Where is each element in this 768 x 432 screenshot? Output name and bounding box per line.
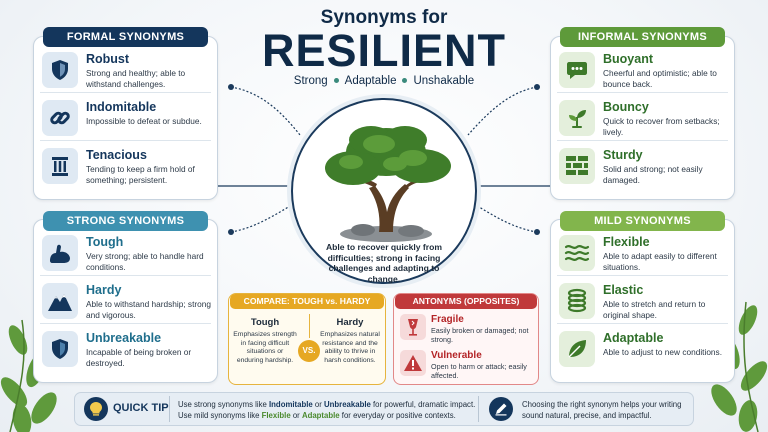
- list-item: Robust Strong and healthy; able to withs…: [40, 49, 211, 93]
- lightbulb-icon: [84, 397, 108, 421]
- list-item: Sturdy Solid and strong; not easily dama…: [557, 145, 728, 189]
- warning-icon: [400, 350, 426, 376]
- list-item: Adaptable Able to adjust to new conditio…: [557, 328, 728, 372]
- list-item: Tough Very strong; able to handle hard c…: [40, 232, 211, 276]
- synonym-definition: Able to adjust to new conditions.: [603, 347, 722, 357]
- synonym-definition: Able to stretch and return to original s…: [603, 299, 706, 320]
- list-item: Tenacious Tending to keep a firm hold of…: [40, 145, 211, 189]
- antonym-word: Fragile: [431, 314, 464, 325]
- quick-tip-text: Use strong synonyms like Indomitable or …: [178, 399, 475, 421]
- compare-right-desc: Emphasizes natural resistance and the ab…: [320, 331, 380, 364]
- tag-unshakable: Unshakable: [413, 75, 475, 87]
- synonym-word: Indomitable: [86, 100, 157, 114]
- shield-icon: [42, 52, 78, 88]
- mild-synonyms-panel: Flexible Able to adapt easily to differe…: [550, 219, 735, 383]
- tip-line-1: Use strong synonyms like Indomitable or …: [178, 400, 476, 409]
- antonym-word: Vulnerable: [431, 350, 482, 361]
- brick-wall-icon: [559, 148, 595, 184]
- broken-glass-icon: [400, 314, 426, 340]
- mountain-icon: [42, 283, 78, 319]
- synonym-word: Elastic: [603, 283, 644, 297]
- synonym-definition: Incapable of being broken or destroyed.: [86, 347, 192, 368]
- synonym-word: Sturdy: [603, 148, 643, 162]
- quick-tip-label: QUICK TIP: [113, 402, 169, 414]
- list-item: Bouncy Quick to recover from setbacks; l…: [557, 97, 728, 141]
- synonym-definition: Quick to recover from setbacks; lively.: [603, 116, 720, 137]
- tip-right-text: Choosing the right synonym helps your wr…: [522, 400, 682, 420]
- list-item: Hardy Able to withstand hardship; strong…: [40, 280, 211, 324]
- synonym-definition: Able to adapt easily to different situat…: [603, 251, 717, 272]
- synonym-word: Unbreakable: [86, 331, 162, 345]
- synonym-word: Buoyant: [603, 52, 653, 66]
- tip-line-2: Use mild synonyms like Flexible or Adapt…: [178, 411, 456, 420]
- antonym-definition: Open to harm or attack; easily affected.: [431, 362, 527, 380]
- synonym-word: Robust: [86, 52, 130, 66]
- tip-divider: [478, 396, 479, 422]
- formal-synonyms-panel: Robust Strong and healthy; able to withs…: [33, 36, 218, 200]
- synonym-definition: Impossible to defeat or subdue.: [86, 116, 202, 126]
- formal-synonyms-heading: FORMAL SYNONYMS: [43, 27, 208, 47]
- tag-adaptable: Adaptable: [344, 75, 397, 87]
- leaf-icon: [559, 331, 595, 367]
- page-title: RESILIENT: [261, 25, 507, 76]
- compare-heading: COMPARE: TOUGH vs. HARDY: [230, 294, 384, 309]
- vs-badge: VS.: [298, 340, 320, 362]
- antonyms-heading: ANTONYMS (OPPOSITES): [395, 294, 537, 309]
- spring-icon: [559, 283, 595, 319]
- mild-synonyms-heading: MILD SYNONYMS: [560, 211, 725, 231]
- synonym-definition: Very strong; able to handle hard conditi…: [86, 251, 204, 272]
- tip-divider: [169, 396, 170, 422]
- shield-icon: [42, 331, 78, 367]
- title-prefix: Synonyms for: [320, 7, 448, 28]
- synonym-word: Flexible: [603, 235, 650, 249]
- synonym-word: Tough: [86, 235, 124, 249]
- list-item: Buoyant Cheerful and optimistic; able to…: [557, 49, 728, 93]
- list-item: Indomitable Impossible to defeat or subd…: [40, 97, 211, 141]
- pillar-icon: [42, 148, 78, 184]
- compare-left-title: Tough: [250, 317, 280, 328]
- synonym-word: Hardy: [86, 283, 122, 297]
- informal-synonyms-panel: Buoyant Cheerful and optimistic; able to…: [550, 36, 735, 200]
- synonym-definition: Cheerful and optimistic; able to bounce …: [603, 68, 717, 89]
- compare-left-desc: Emphasizes strength in facing difficult …: [233, 331, 297, 364]
- quick-tip-bar: [74, 392, 694, 426]
- strong-synonyms-heading: STRONG SYNONYMS: [43, 211, 208, 231]
- list-item: Flexible Able to adapt easily to differe…: [557, 232, 728, 276]
- chat-bubble-icon: [559, 52, 595, 88]
- synonym-definition: Tending to keep a firm hold of something…: [86, 164, 195, 185]
- flexed-arm-icon: [42, 235, 78, 271]
- strong-synonyms-panel: Tough Very strong; able to handle hard c…: [33, 219, 218, 383]
- list-item: Elastic Able to stretch and return to or…: [557, 280, 728, 324]
- synonym-word: Adaptable: [603, 331, 664, 345]
- tag-strong: Strong: [293, 75, 328, 87]
- list-item: Unbreakable Incapable of being broken or…: [40, 328, 211, 372]
- tree-icon: [325, 126, 451, 242]
- compare-right-title: Hardy: [336, 317, 364, 328]
- pen-icon: [489, 397, 513, 421]
- compare-divider: [309, 314, 310, 338]
- chain-link-icon: [42, 100, 78, 136]
- synonym-definition: Solid and strong; not easily damaged.: [603, 164, 703, 185]
- antonym-definition: Easily broken or damaged; not strong.: [431, 326, 529, 344]
- sprout-icon: [559, 100, 595, 136]
- synonym-definition: Strong and healthy; able to withstand ch…: [86, 68, 186, 89]
- subtitle-tags: Strong Adaptable Unshakable: [0, 75, 768, 87]
- synonym-word: Bouncy: [603, 100, 649, 114]
- tree-illustration: [291, 98, 477, 284]
- definition-caption: Able to recover quickly from difficultie…: [325, 242, 443, 284]
- synonym-word: Tenacious: [86, 148, 147, 162]
- informal-synonyms-heading: INFORMAL SYNONYMS: [560, 27, 725, 47]
- synonym-definition: Able to withstand hardship; strong and v…: [86, 299, 211, 320]
- waves-icon: [559, 235, 595, 271]
